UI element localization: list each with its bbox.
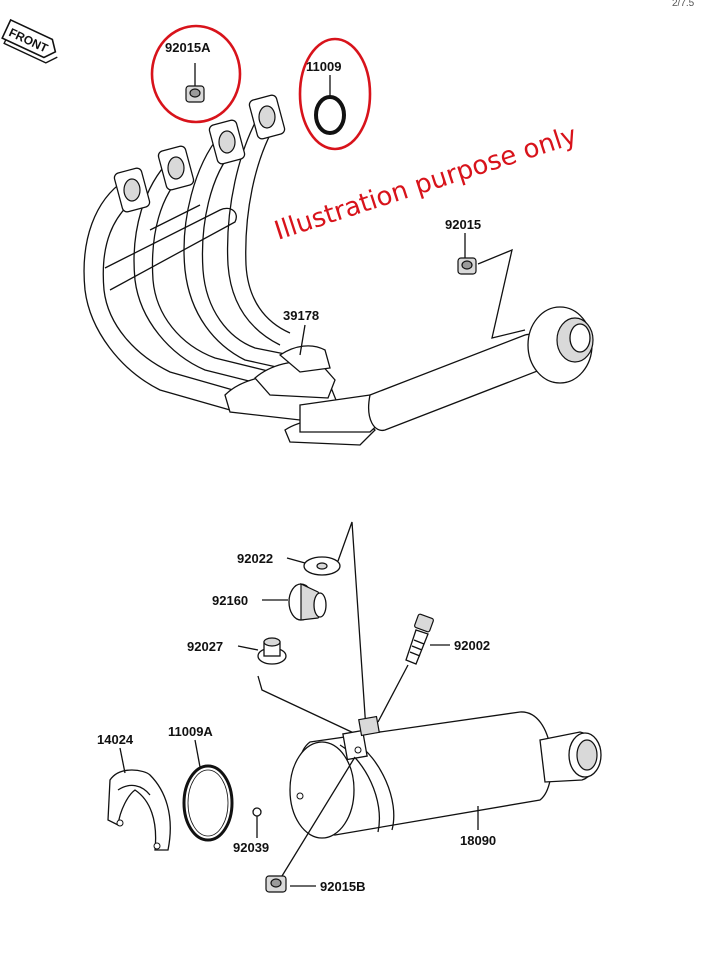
screw-92039-icon	[252, 807, 262, 817]
nut-92015B-icon	[265, 875, 287, 893]
label-92022: 92022	[237, 551, 273, 566]
gasket-11009-icon	[314, 95, 346, 135]
corner-text: 2/7.5	[672, 0, 695, 9]
nut-92015-icon	[457, 257, 477, 275]
label-39178: 39178	[283, 308, 319, 323]
washer-92022-icon	[303, 556, 341, 576]
collar-92027-icon	[257, 637, 287, 665]
highlight-circle-11009	[298, 37, 372, 151]
label-14024: 14024	[97, 732, 134, 747]
grommet-92160-icon	[288, 583, 327, 621]
front-direction-badge: FRONT	[1, 18, 58, 64]
label-92015: 92015	[445, 217, 481, 232]
header-flanges	[113, 94, 286, 213]
illustration-annotation: Illustration purpose only	[271, 121, 581, 247]
label-18090: 18090	[460, 833, 496, 848]
label-92015A: 92015A	[165, 40, 211, 55]
label-92039: 92039	[233, 840, 269, 855]
exhaust-header-pipes	[83, 94, 594, 446]
muffler-18090	[289, 711, 602, 839]
label-92015B: 92015B	[320, 879, 366, 894]
label-11009A: 11009A	[168, 724, 213, 739]
label-11009: 11009	[306, 59, 341, 74]
label-92160: 92160	[212, 593, 248, 608]
nut-92015A-icon	[185, 85, 205, 103]
label-92002: 92002	[454, 638, 490, 653]
label-92027: 92027	[187, 639, 223, 654]
bolt-92002-icon	[405, 613, 434, 665]
heat-guard-14024-icon	[107, 769, 171, 851]
gasket-11009A-icon	[182, 764, 234, 842]
highlight-circle-92015A	[150, 24, 242, 124]
